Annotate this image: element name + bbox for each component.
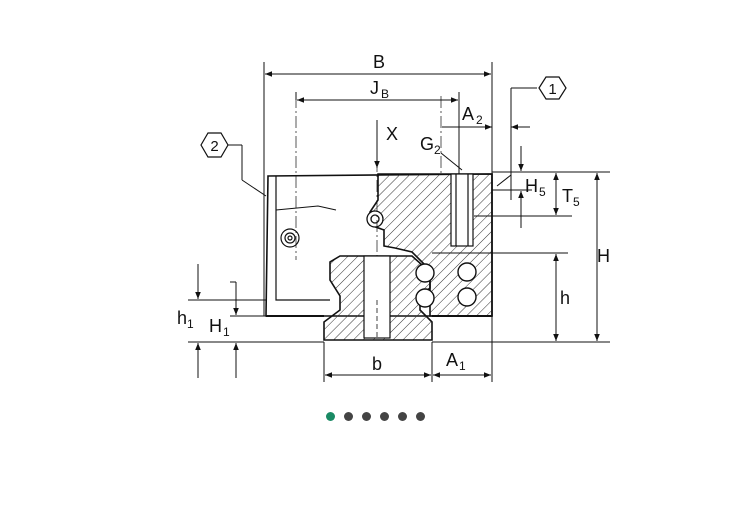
label-H: H: [597, 246, 610, 266]
thread-hole-g2: [450, 173, 474, 247]
label-B: B: [373, 52, 385, 72]
dimension-lines: [188, 62, 610, 382]
label-H5: H: [525, 176, 538, 196]
rolling-balls: [415, 262, 477, 308]
carousel-dot[interactable]: [379, 412, 389, 421]
label-H5-sub: 5: [539, 185, 546, 199]
label-X: X: [386, 124, 398, 144]
callout-1: 1: [538, 76, 567, 100]
label-h1: h: [177, 308, 187, 328]
label-T5: T: [562, 186, 573, 206]
carousel-dot[interactable]: [415, 412, 425, 421]
carousel-dot[interactable]: [361, 412, 371, 421]
label-A1: A: [446, 350, 458, 370]
callout-2-label: 2: [210, 138, 218, 155]
set-screw-icon: [366, 210, 384, 228]
dimension-labels: B J B A 2 X G 2 H 5 T 5 H h h 1 H 1 b A …: [177, 52, 610, 374]
lube-nipple-icon: [280, 228, 300, 248]
label-T5-sub: 5: [573, 195, 580, 209]
label-A1-sub: 1: [459, 359, 466, 373]
callout-2: 2: [200, 132, 229, 158]
label-h1-sub: 1: [187, 317, 194, 331]
label-JB-sub: B: [381, 87, 389, 101]
label-G2-sub: 2: [434, 143, 441, 157]
label-G2: G: [420, 134, 434, 154]
label-H1: H: [209, 316, 222, 336]
label-H1-sub: 1: [223, 325, 230, 339]
label-A2-sub: 2: [476, 113, 483, 127]
carousel-pagination: [0, 412, 750, 428]
carousel-dot[interactable]: [325, 412, 335, 421]
label-A2: A: [462, 104, 474, 124]
label-h: h: [560, 288, 570, 308]
label-JB: J: [370, 78, 379, 98]
label-b: b: [372, 354, 382, 374]
guide-rail: [323, 255, 433, 341]
callout-1-label: 1: [548, 81, 556, 98]
center-lines: [295, 96, 442, 260]
carousel-dot[interactable]: [397, 412, 407, 421]
carousel-dot[interactable]: [343, 412, 353, 421]
